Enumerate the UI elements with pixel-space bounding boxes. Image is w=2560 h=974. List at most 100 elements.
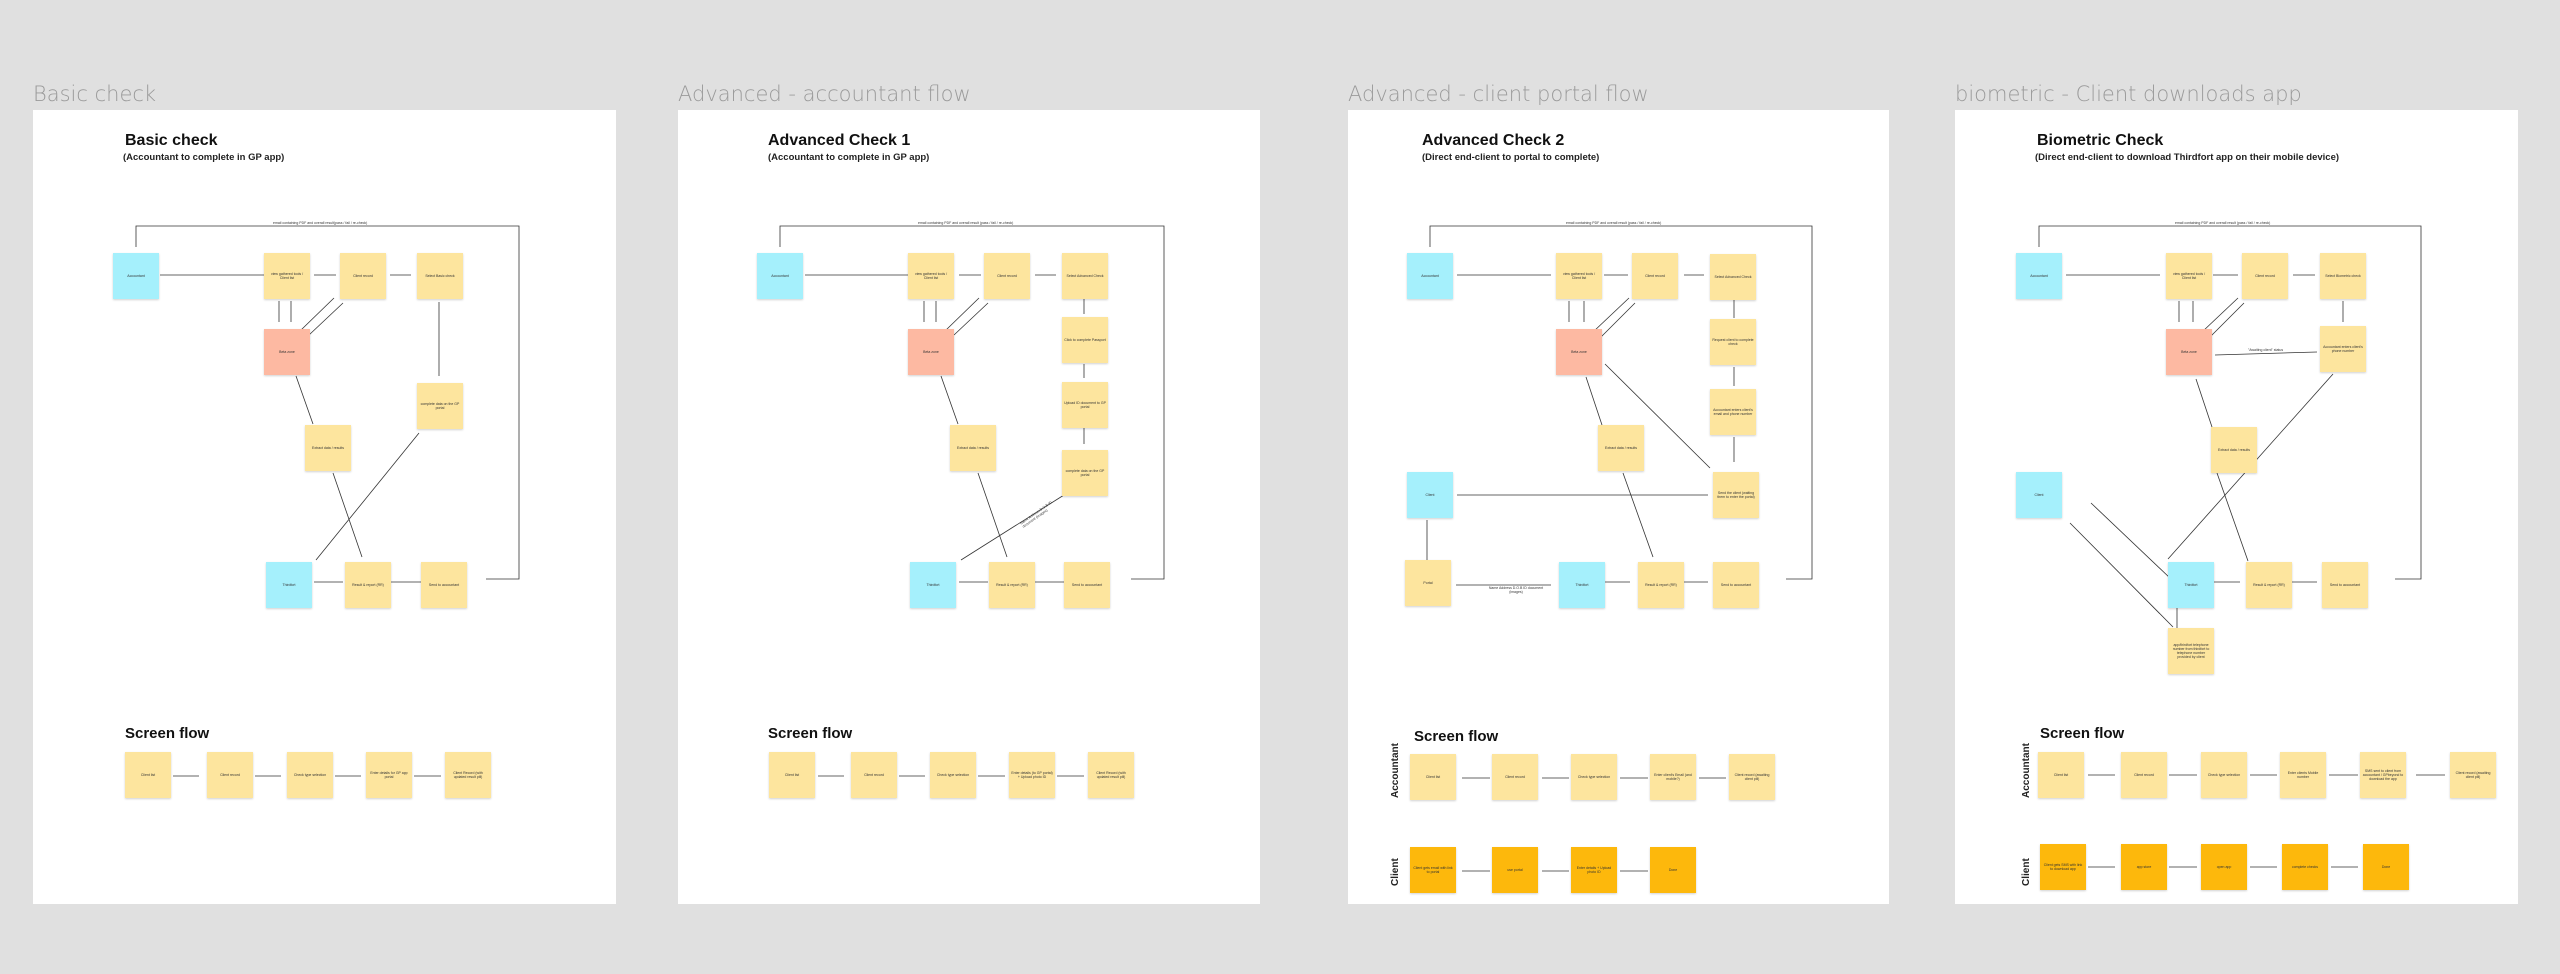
- screen-complete-checks[interactable]: complete checks: [2282, 844, 2328, 890]
- note-client-record[interactable]: Client record: [1632, 253, 1678, 299]
- note-view-clients[interactable]: view gathered tools / Client list: [1556, 253, 1602, 299]
- note-send-accountant[interactable]: Send to accountant: [2322, 562, 2368, 608]
- note-app-flow[interactable]: app/thirdfort telephone number from thir…: [2168, 628, 2214, 674]
- screen-client-record[interactable]: Client record: [1492, 754, 1538, 800]
- note-portal[interactable]: Portal: [1405, 560, 1451, 606]
- note-complete-data[interactable]: complete data on the GP portal: [417, 383, 463, 429]
- note-client-record[interactable]: Client record: [984, 253, 1030, 299]
- note-send-accountant[interactable]: Send to accountant: [421, 562, 467, 608]
- note-complete-data[interactable]: complete data on the GP portal: [1062, 450, 1108, 496]
- frame-biometric[interactable]: Biometric Check (Direct end-client to do…: [1955, 110, 2518, 904]
- screen-client-list[interactable]: Client list: [2038, 752, 2084, 798]
- edge-label-diag: Name Address D.O.B ID document (images): [1019, 500, 1053, 529]
- note-beta-zone[interactable]: Beta zone: [908, 329, 954, 375]
- screen-client-record-awaiting[interactable]: Client record (awaiting client pill): [2450, 752, 2496, 798]
- screen-check-type[interactable]: Check type selection: [2201, 752, 2247, 798]
- screen-open-app[interactable]: open app: [2201, 844, 2247, 890]
- note-view-clients[interactable]: view gathered tools / Client list: [264, 253, 310, 299]
- frame-label-advanced-accountant[interactable]: Advanced - accountant flow: [678, 82, 971, 106]
- screen-enter-details[interactable]: Enter details for GP app portal: [366, 752, 412, 798]
- screen-client-sms[interactable]: Client gets SMS with link to download ap…: [2040, 844, 2086, 890]
- note-request-client[interactable]: Request client to complete check: [1710, 319, 1756, 365]
- screen-client-record-awaiting[interactable]: Client record (awaiting client pill): [1729, 754, 1775, 800]
- frame-advanced-accountant[interactable]: Advanced Check 1 (Accountant to complete…: [678, 110, 1260, 904]
- frame-subtitle: (Accountant to complete in GP app): [768, 152, 930, 163]
- note-extract-data[interactable]: Extract data / results: [1598, 425, 1644, 471]
- note-send-client[interactable]: Send the client (waiting them to enter t…: [1713, 472, 1759, 518]
- note-click-complete[interactable]: Click to complete Passport: [1062, 317, 1108, 363]
- note-accountant[interactable]: Accountant: [757, 253, 803, 299]
- frame-basic-check[interactable]: Basic check (Accountant to complete in G…: [33, 110, 616, 904]
- frame-title: Advanced Check 1: [768, 132, 911, 149]
- note-client-record[interactable]: Client record: [2242, 253, 2288, 299]
- note-accountant[interactable]: Accountant: [2016, 253, 2062, 299]
- note-upload-id[interactable]: Upload ID document to GP portal: [1062, 382, 1108, 428]
- screen-app-store[interactable]: app store: [2121, 844, 2167, 890]
- note-select-check[interactable]: Select Biometric check: [2320, 253, 2366, 299]
- screen-enter-email[interactable]: Enter client's Email (and mobile?): [1650, 754, 1696, 800]
- note-accountant-enters[interactable]: Accountant enters client's phone number: [2320, 326, 2366, 372]
- note-beta-zone[interactable]: Beta zone: [2166, 329, 2212, 375]
- screen-check-type[interactable]: Check type selection: [287, 752, 333, 798]
- note-result-report[interactable]: Result & report (RR): [2246, 562, 2292, 608]
- note-extract-data[interactable]: Extract data / results: [2211, 427, 2257, 473]
- note-thirdfort[interactable]: Thirdfort: [910, 562, 956, 608]
- note-client[interactable]: Client: [2016, 472, 2062, 518]
- note-extract-data[interactable]: Extract data / results: [950, 425, 996, 471]
- note-thirdfort[interactable]: Thirdfort: [266, 562, 312, 608]
- lane-label-client: Client: [1390, 858, 1401, 886]
- edge-label-awaiting: "Awaiting client" status: [2248, 348, 2284, 352]
- note-accountant[interactable]: Accountant: [1407, 253, 1453, 299]
- screen-client-email[interactable]: Client gets email with link to portal: [1410, 847, 1456, 893]
- note-send-accountant[interactable]: Send to accountant: [1713, 562, 1759, 608]
- screen-flow-title: Screen flow: [1414, 728, 1499, 745]
- screen-flow-title: Screen flow: [768, 725, 853, 742]
- screen-client-record[interactable]: Client record: [2121, 752, 2167, 798]
- frame-label-advanced-client-portal[interactable]: Advanced - client portal flow: [1348, 82, 1649, 106]
- note-select-check[interactable]: Select Advanced Check: [1062, 253, 1108, 299]
- screen-sms-sent[interactable]: SMS sent to client from accountant / GPb…: [2360, 752, 2406, 798]
- screen-client-record-updated[interactable]: Client Record (with updated result pill): [445, 752, 491, 798]
- note-client-record[interactable]: Client record: [340, 253, 386, 299]
- lane-label-client: Client: [2021, 858, 2032, 886]
- screen-flow-title: Screen flow: [125, 725, 210, 742]
- note-thirdfort[interactable]: Thirdfort: [1559, 562, 1605, 608]
- note-result-report[interactable]: Result & report (RR): [345, 562, 391, 608]
- note-extract-data[interactable]: Extract data / results: [305, 425, 351, 471]
- screen-done[interactable]: Done: [2363, 844, 2409, 890]
- screen-client-record[interactable]: Client record: [851, 752, 897, 798]
- note-result-report[interactable]: Result & report (RR): [989, 562, 1035, 608]
- note-thirdfort[interactable]: Thirdfort: [2168, 562, 2214, 608]
- screen-client-record[interactable]: Client record: [207, 752, 253, 798]
- note-beta-zone[interactable]: Beta zone: [264, 329, 310, 375]
- screen-client-list[interactable]: Client list: [125, 752, 171, 798]
- note-client[interactable]: Client: [1407, 472, 1453, 518]
- note-select-check[interactable]: Select Advanced Check: [1710, 254, 1756, 300]
- screen-client-list[interactable]: Client list: [1410, 754, 1456, 800]
- frame-label-basic[interactable]: Basic check: [33, 82, 157, 106]
- note-send-accountant[interactable]: Send to accountant: [1064, 562, 1110, 608]
- frame-advanced-client-portal[interactable]: Advanced Check 2 (Direct end-client to p…: [1348, 110, 1889, 904]
- frame-subtitle: (Direct end-client to download Thirdfort…: [2035, 152, 2340, 163]
- note-accountant-enters[interactable]: Accountant enters client's email and pho…: [1710, 389, 1756, 435]
- screen-client-list[interactable]: Client list: [769, 752, 815, 798]
- note-select-check[interactable]: Select Basic check: [417, 253, 463, 299]
- frame-title: Basic check: [125, 132, 218, 149]
- frame-title: Advanced Check 2: [1422, 132, 1565, 149]
- screen-enter-upload[interactable]: Enter details + Upload photo ID: [1571, 847, 1617, 893]
- screen-enter-mobile[interactable]: Enter clients Mobile number: [2280, 752, 2326, 798]
- note-beta-zone[interactable]: Beta zone: [1556, 329, 1602, 375]
- screen-client-record-updated[interactable]: Client Record (with updated result pill): [1088, 752, 1134, 798]
- frame-label-biometric[interactable]: biometric - Client downloads app: [1955, 82, 2302, 106]
- note-accountant[interactable]: Accountant: [113, 253, 159, 299]
- note-view-clients[interactable]: view gathered tools / Client list: [908, 253, 954, 299]
- screen-enter-details-upload[interactable]: Enter details (to GP portal) + Upload ph…: [1009, 752, 1055, 798]
- screen-check-type[interactable]: Check type selection: [930, 752, 976, 798]
- screen-check-type[interactable]: Check type selection: [1571, 754, 1617, 800]
- note-result-report[interactable]: Result & report (RR): [1638, 562, 1684, 608]
- edge-label-email: email containing PDF and overall result(…: [273, 221, 368, 225]
- screen-done[interactable]: Done: [1650, 847, 1696, 893]
- note-view-clients[interactable]: view gathered tools / Client list: [2166, 253, 2212, 299]
- screen-use-portal[interactable]: use portal: [1492, 847, 1538, 893]
- edge-label-email: email containing PDF and overall result …: [918, 221, 1014, 225]
